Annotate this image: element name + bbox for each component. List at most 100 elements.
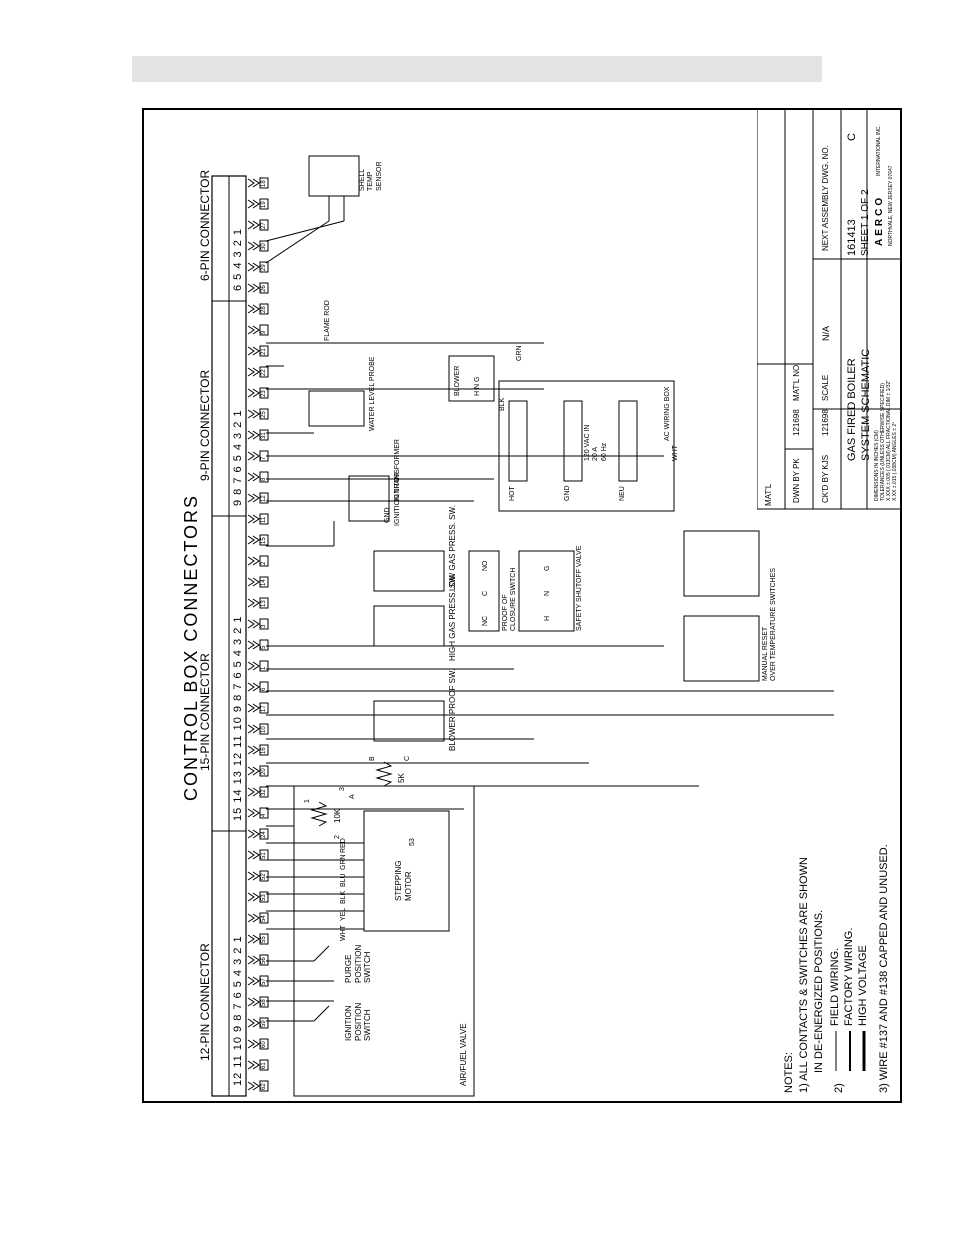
wire-number-tag: [259, 282, 269, 294]
pin-chevron: [247, 283, 255, 293]
wire-number: 58: [261, 999, 267, 1006]
wire-number-tag: [259, 366, 269, 378]
pin-chevron: [252, 640, 260, 650]
pin-chevron: [252, 661, 260, 671]
pin-chevron: [247, 955, 255, 965]
pin-chevron: [252, 577, 260, 587]
pin-chevron: [247, 514, 255, 524]
pin-chevron: [252, 1039, 260, 1049]
wire-number-tag: [259, 345, 269, 357]
tb-na: N/A: [821, 325, 831, 341]
wire-number: 9: [261, 330, 267, 334]
wire-number-tag: [259, 198, 269, 210]
wire-number-tag: [259, 618, 269, 630]
pin-chevron: [247, 199, 255, 209]
pin-chevron: [247, 493, 255, 503]
tb-title-2: SYSTEM SCHEMATIC: [860, 348, 872, 461]
pin-chevron: [247, 871, 255, 881]
wire-number-tag: [259, 429, 269, 441]
pin-chevron: [252, 1018, 260, 1028]
pin-chevron: [247, 346, 255, 356]
pin-chevron: [247, 367, 255, 377]
tb-city: NORTHVALE, NEW JERSEY 07647: [888, 165, 894, 246]
safety-shutoff-valve: [518, 550, 575, 632]
pin-chevron: [252, 1081, 260, 1091]
tb-tol-4: X.XX ±.015 (.038CM) ANGLES ± 2°: [892, 421, 898, 501]
pin-chevron: [252, 682, 260, 692]
wire-number: 29: [261, 264, 267, 271]
wire-number: 13: [261, 600, 267, 607]
pin-chevron: [247, 787, 255, 797]
pin-chevron: [247, 325, 255, 335]
wire-number: 11: [261, 516, 267, 523]
pin-chevron: [252, 703, 260, 713]
water-level-probe-box: [308, 390, 365, 427]
wire-number: 1: [261, 666, 267, 670]
schematic-frame: CONTROL BOX CONNECTORS 12-PIN CONNECTOR …: [142, 108, 902, 1103]
pin-chevron: [247, 598, 255, 608]
wire-number: 54: [261, 915, 267, 922]
tb-company-logo: AERCO: [874, 194, 885, 246]
wire-number-tag: [259, 240, 269, 252]
pin-chevron: [252, 514, 260, 524]
wire-number: 55: [261, 936, 267, 943]
tb-sheet: SHEET 1 OF 2: [860, 189, 871, 256]
wire-number-tag: [259, 219, 269, 231]
pin-chevron: [252, 955, 260, 965]
tb-matl-no-val: 121698: [792, 409, 801, 436]
wire-number-tag: [259, 177, 269, 189]
ignition-transformer-box: [348, 475, 390, 522]
low-gas-switch-box: [373, 550, 445, 592]
pin-chevron: [252, 430, 260, 440]
wire-number-tag: [259, 681, 269, 693]
pin-chevron: [247, 913, 255, 923]
wire-number: 14: [261, 579, 267, 586]
pin-chevron: [252, 409, 260, 419]
pin-chevron: [247, 1018, 255, 1028]
tb-rev: C: [846, 133, 858, 141]
pin-chevron: [247, 808, 255, 818]
pin-chevron: [247, 220, 255, 230]
wire-number-tag: [259, 1038, 269, 1050]
pin-chevron: [252, 472, 260, 482]
wire-number-tag: [259, 1059, 269, 1071]
wire-number-tag: [259, 996, 269, 1008]
wire-number: 32: [261, 789, 267, 796]
pin-chevron: [252, 997, 260, 1007]
wire-number-tag: [259, 870, 269, 882]
pin-chevron: [247, 892, 255, 902]
pin-chevron: [252, 199, 260, 209]
wire-number: 30: [261, 243, 267, 250]
pin-chevron: [247, 409, 255, 419]
proof-of-closure-switch: [468, 550, 500, 632]
pin-chevron: [252, 850, 260, 860]
pin-chevron: [252, 976, 260, 986]
wire-number-tag: [259, 408, 269, 420]
pin-chevron: [252, 367, 260, 377]
wire-number-tag: [259, 933, 269, 945]
wire-number-tag: [259, 471, 269, 483]
pin-chevron: [247, 472, 255, 482]
wire-number-tag: [259, 534, 269, 546]
schematic-rotated: CONTROL BOX CONNECTORS 12-PIN CONNECTOR …: [144, 110, 900, 1101]
wire-number: 53: [261, 894, 267, 901]
pin-chevron: [252, 724, 260, 734]
wire-number-tag: [259, 576, 269, 588]
wire-number-tag: [259, 513, 269, 525]
pin-chevron: [247, 241, 255, 251]
pin-chevron: [252, 829, 260, 839]
tb-title-1: GAS FIRED BOILER: [846, 358, 858, 461]
wire-number: 27: [261, 222, 267, 229]
pin-chevron: [247, 619, 255, 629]
pin-chevron: [252, 283, 260, 293]
wire-number: 56: [261, 957, 267, 964]
wire-number: 51: [261, 852, 267, 859]
pin-chevron: [252, 808, 260, 818]
wire-number-tag: [259, 786, 269, 798]
pin-chevron: [247, 262, 255, 272]
ac-hot-bar: [508, 400, 528, 482]
wire-number: 21: [261, 348, 267, 355]
pin-chevron: [252, 913, 260, 923]
wire-number: 2: [261, 561, 267, 565]
tb-matl-no: MAT'L NO.: [792, 362, 801, 401]
